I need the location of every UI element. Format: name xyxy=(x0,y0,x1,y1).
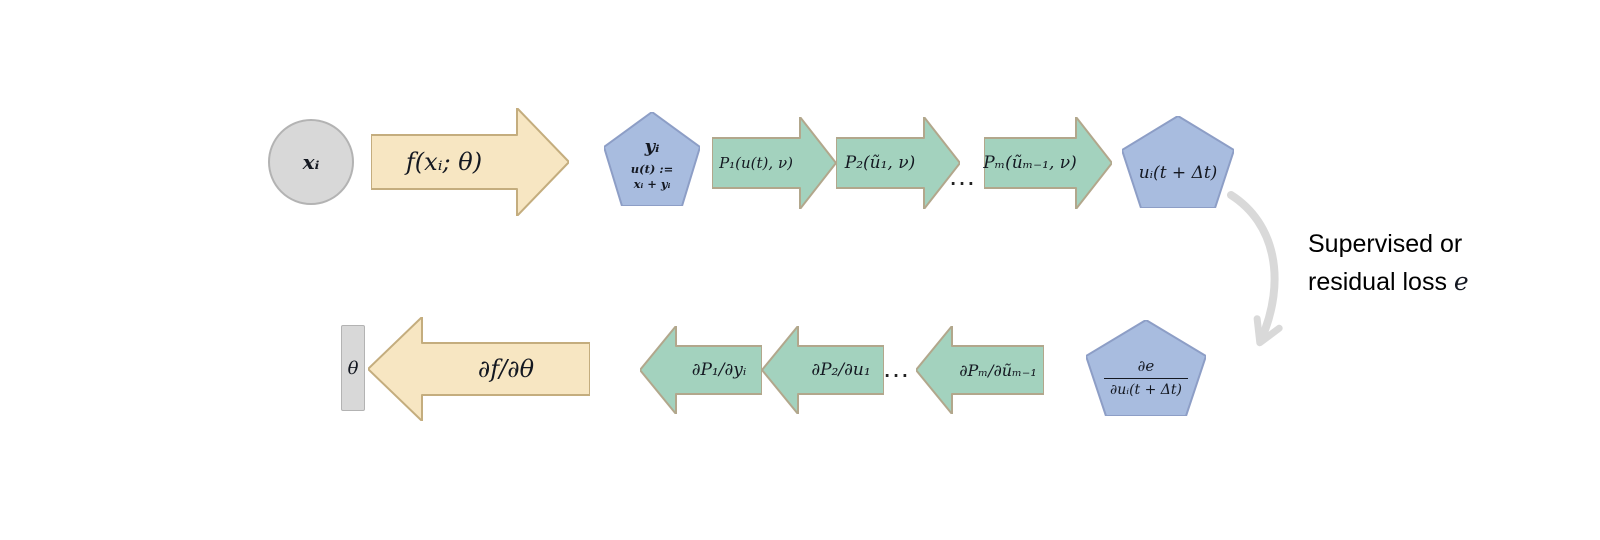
parameters-box: θ xyxy=(341,325,365,411)
solver-step-2-arrow: P₂(ũ₁, ν) xyxy=(836,117,960,209)
pentagon-icon xyxy=(1122,116,1234,208)
ellipsis-bottom: … xyxy=(882,352,910,383)
gradient-output-pentagon: ∂e ∂uᵢ(t + Δt) xyxy=(1086,320,1206,416)
network-backward-arrow: ∂f/∂θ xyxy=(368,317,590,421)
left-arrow-icon xyxy=(368,317,590,421)
left-arrow-icon xyxy=(640,326,762,414)
ellipsis-top: … xyxy=(948,160,976,191)
right-arrow-icon xyxy=(371,108,569,216)
right-arrow-icon xyxy=(984,117,1112,209)
loss-symbol: e xyxy=(1453,267,1469,296)
network-forward-arrow: f(xᵢ; θ) xyxy=(371,108,569,216)
parameters-label: θ xyxy=(347,357,359,379)
grad-step-m-arrow: ∂Pₘ/∂ũₘ₋₁ xyxy=(916,326,1044,414)
loss-line1: Supervised or xyxy=(1308,230,1463,258)
loss-line2-text: residual loss xyxy=(1308,268,1447,296)
input-node: xᵢ xyxy=(268,119,354,205)
solver-step-1-arrow: P₁(u(t), ν) xyxy=(712,117,836,209)
grad-step-1-arrow: ∂P₁/∂yᵢ xyxy=(640,326,762,414)
loss-flow-curved-arrow-icon xyxy=(1227,191,1283,347)
left-arrow-icon xyxy=(762,326,884,414)
left-arrow-icon xyxy=(916,326,1044,414)
right-arrow-icon xyxy=(836,117,960,209)
pentagon-icon xyxy=(604,112,700,206)
pentagon-icon xyxy=(1086,320,1206,416)
input-label: xᵢ xyxy=(302,150,320,174)
grad-step-2-arrow: ∂P₂/∂u₁ xyxy=(762,326,884,414)
loss-label: Supervised or residual loss e xyxy=(1308,226,1469,301)
right-arrow-icon xyxy=(712,117,836,209)
initial-state-pentagon: yᵢ u(t) := xᵢ + yᵢ xyxy=(604,112,700,206)
solver-step-m-arrow: Pₘ(ũₘ₋₁, ν) xyxy=(983,117,1112,209)
